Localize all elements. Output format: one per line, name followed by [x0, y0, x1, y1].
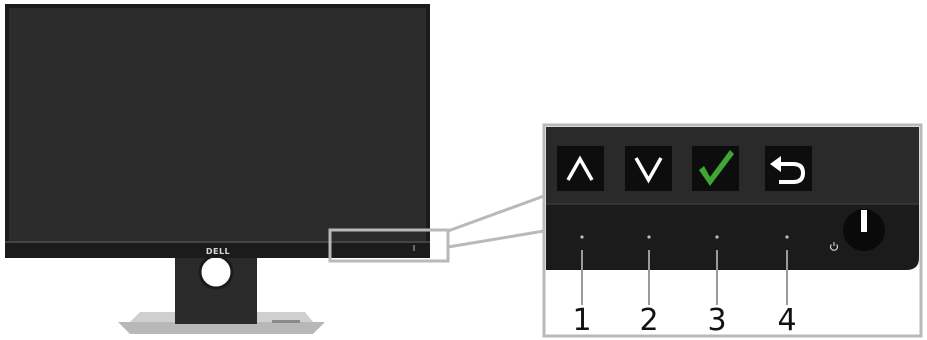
osd-icon-down: [625, 146, 672, 191]
brand-logo: DELL: [206, 247, 230, 256]
button-2-dot[interactable]: [647, 235, 651, 239]
osd-icon-up: [557, 146, 604, 191]
button-3-dot[interactable]: [715, 235, 719, 239]
power-icon: [829, 242, 839, 251]
button-number-2: 2: [639, 303, 658, 338]
monitor: DELL: [5, 4, 430, 334]
osd-icon-check: [692, 146, 739, 191]
connector-line-bottom: [447, 229, 545, 249]
monitor-base: [118, 322, 325, 334]
button-number-1: 1: [572, 303, 591, 338]
inset-bezel: [546, 204, 919, 270]
osd-icon-back: [765, 146, 812, 191]
checkmark-icon: [699, 150, 734, 186]
button-1-dot[interactable]: [580, 235, 584, 239]
connector-line-top: [447, 194, 545, 233]
chevron-down-icon: [634, 157, 663, 184]
button-4-dot[interactable]: [785, 235, 789, 239]
button-number-3: 3: [707, 303, 726, 338]
chevron-up-icon: [566, 155, 594, 181]
monitor-screen: [9, 8, 426, 241]
power-button[interactable]: [843, 209, 885, 251]
back-arrow-icon: [776, 162, 806, 184]
cable-hole: [198, 254, 234, 290]
button-number-4: 4: [777, 303, 796, 338]
